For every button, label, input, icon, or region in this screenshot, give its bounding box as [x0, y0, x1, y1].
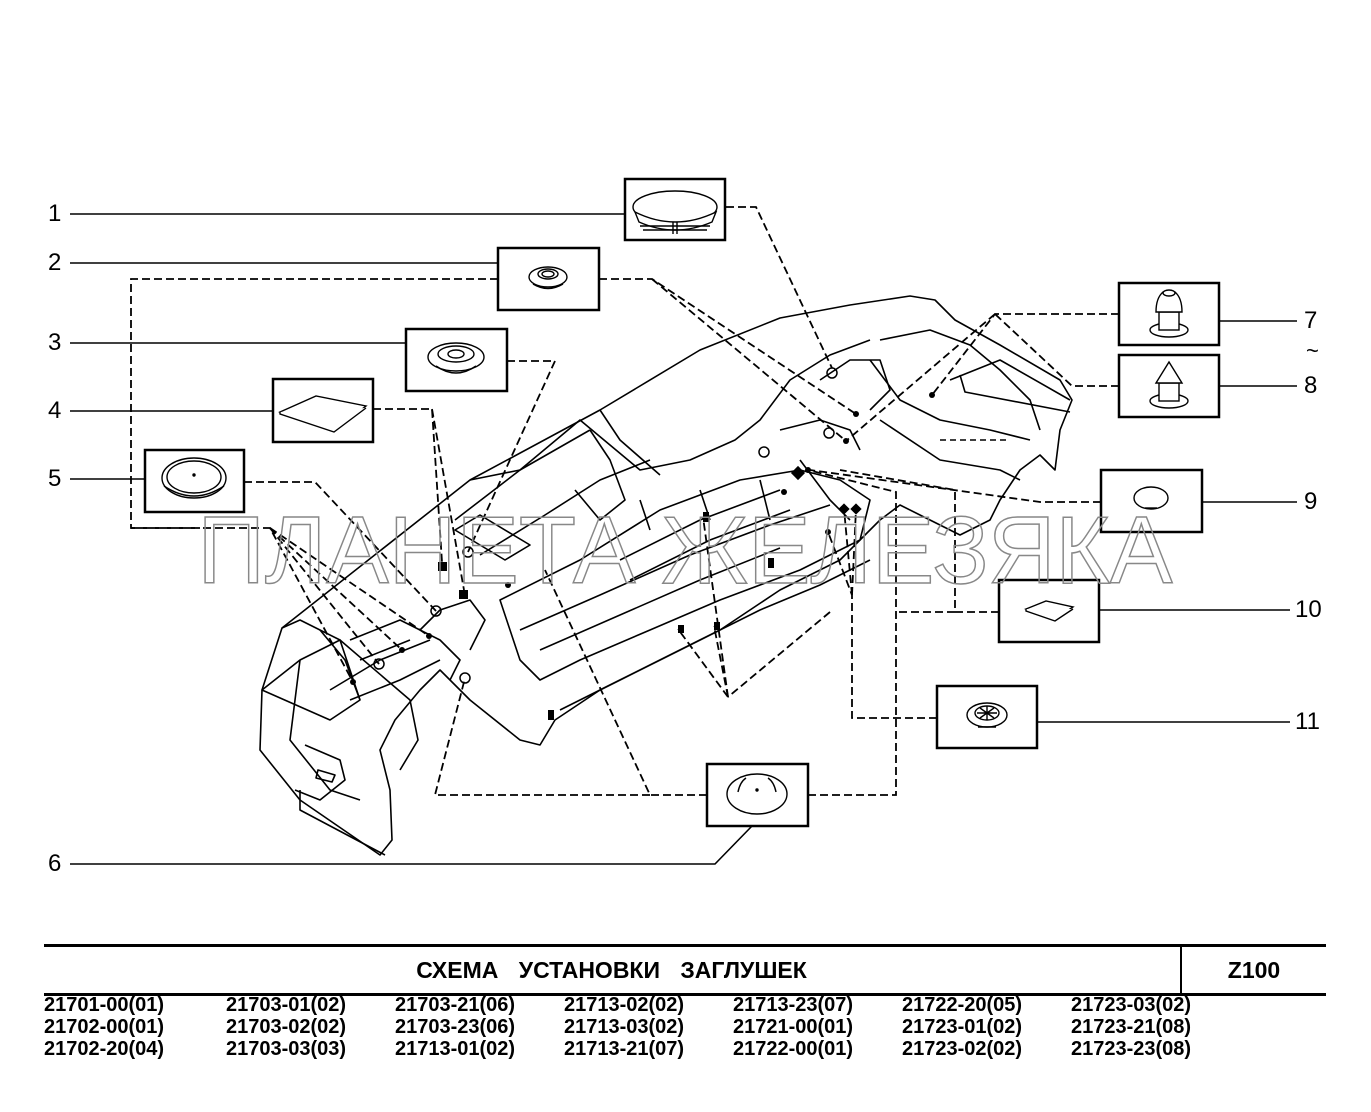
model-code: 21723-23(08) — [1071, 1038, 1192, 1060]
callout-number-1: 1 — [48, 200, 62, 227]
dashed-leader-lines — [130, 206, 1119, 796]
solid-leader-lines — [70, 213, 1297, 865]
callout-number-11: 11 — [1295, 708, 1320, 735]
ring-grommet-icon — [427, 342, 485, 374]
pointed-pin-plug-icon — [1149, 360, 1189, 409]
callout-number-7: 7 — [1304, 307, 1318, 334]
callout-box-2 — [496, 246, 601, 312]
callout-number-10: 10 — [1295, 596, 1322, 623]
large-patch-plate-icon — [278, 395, 368, 433]
document-code: Z100 — [1227, 957, 1281, 983]
callout-box-6 — [705, 762, 810, 828]
title-divider — [1180, 947, 1182, 993]
callout-box-10 — [997, 578, 1101, 644]
document-title: СХЕМА УСТАНОВКИ ЗАГЛУШЕК — [416, 957, 807, 983]
small-patch-plate-icon — [1023, 600, 1075, 622]
model-code: 21701-00(01) — [44, 994, 165, 1016]
model-code: 21703-03(03) — [226, 1038, 347, 1060]
callout-box-4 — [271, 377, 375, 444]
callout-box-1 — [623, 177, 727, 242]
model-code: 21713-21(07) — [564, 1038, 685, 1060]
model-code: 21723-03(02) — [1071, 994, 1192, 1016]
large-flat-cap-plug-icon — [161, 457, 227, 499]
slotted-cap-plug-icon — [966, 702, 1008, 728]
callout-number-6: 6 — [48, 850, 62, 877]
plug-installation-diagram — [70, 177, 1297, 865]
model-code-column: 21703-21(06) 21703-23(06) 21713-01(02) — [395, 994, 515, 1060]
callout-number-2: 2 — [48, 249, 62, 276]
model-code: 21723-02(02) — [902, 1038, 1023, 1060]
model-code: 21722-00(01) — [733, 1038, 854, 1060]
model-code: 21702-20(04) — [44, 1038, 165, 1060]
model-code: 21713-23(07) — [733, 994, 854, 1016]
model-code: 21703-02(02) — [226, 1016, 347, 1038]
small-dome-plug-icon — [1133, 486, 1169, 510]
flat-top-pin-plug-icon — [1149, 289, 1189, 338]
model-code: 21703-01(02) — [226, 994, 347, 1016]
round-plug-icon — [726, 773, 788, 815]
callout-number-5: 5 — [48, 465, 62, 492]
model-code: 21703-21(06) — [395, 994, 516, 1016]
small-ring-grommet-icon — [528, 266, 568, 290]
callout-box-3 — [404, 327, 509, 393]
callout-box-7 — [1117, 281, 1221, 347]
range-symbol: ~ — [1306, 338, 1319, 363]
model-code-column: 21722-20(05) 21723-01(02) 21723-02(02) — [902, 994, 1022, 1060]
model-code: 21703-23(06) — [395, 1016, 516, 1038]
threaded-cap-plug-icon — [632, 190, 718, 234]
callout-box-11 — [935, 684, 1039, 750]
callout-number-4: 4 — [48, 397, 62, 424]
model-code: 21721-00(01) — [733, 1016, 854, 1038]
callout-box-8 — [1117, 353, 1221, 419]
model-code-column: 21723-03(02) 21723-21(08) 21723-23(08) — [1071, 994, 1191, 1060]
car-body-illustration — [259, 295, 1073, 856]
model-code: 21702-00(01) — [44, 1016, 165, 1038]
callout-number-3: 3 — [48, 329, 62, 356]
model-code: 21723-01(02) — [902, 1016, 1023, 1038]
model-code: 21713-01(02) — [395, 1038, 516, 1060]
callout-number-9: 9 — [1304, 488, 1318, 515]
title-block: СХЕМА УСТАНОВКИ ЗАГЛУШЕК Z100 21701-00(0… — [44, 944, 1326, 1060]
title-row: СХЕМА УСТАНОВКИ ЗАГЛУШЕК Z100 — [44, 944, 1326, 996]
model-code: 21722-20(05) — [902, 994, 1023, 1016]
callout-box-9 — [1099, 468, 1204, 534]
model-code-column: 21713-23(07) 21721-00(01) 21722-00(01) — [733, 994, 853, 1060]
model-code-column: 21713-02(02) 21713-03(02) 21713-21(07) — [564, 994, 684, 1060]
model-code-column: 21701-00(01) 21702-00(01) 21702-20(04) — [44, 994, 164, 1060]
model-code: 21713-03(02) — [564, 1016, 685, 1038]
model-code-column: 21703-01(02) 21703-02(02) 21703-03(03) — [226, 994, 346, 1060]
callout-box-5 — [143, 448, 246, 514]
model-code: 21723-21(08) — [1071, 1016, 1192, 1038]
model-code: 21713-02(02) — [564, 994, 685, 1016]
callout-number-8: 8 — [1304, 372, 1318, 399]
